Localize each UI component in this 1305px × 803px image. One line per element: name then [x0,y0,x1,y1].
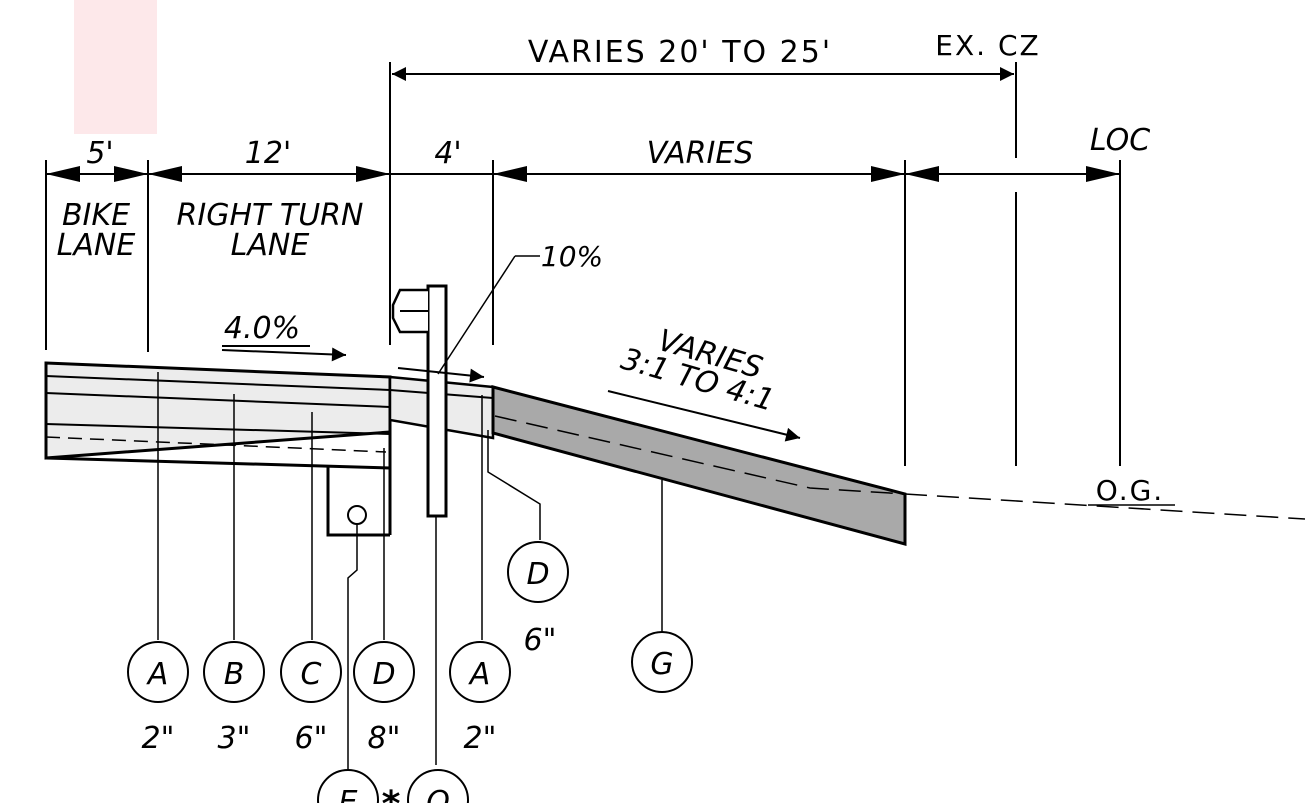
original-ground-line [904,493,1305,520]
highlight-block [74,0,157,134]
shoulder-slope-leader [437,255,516,375]
callout-d-1: D [353,641,415,703]
callout-a-2: A [449,641,511,703]
callout-d-1-thickness: 8" [368,721,401,756]
dim-bike-label: 5' [86,136,113,171]
pavement-layer-2 [45,392,391,408]
callout-o: O [407,769,469,803]
cross-slope-label: 4.0% [224,311,300,346]
embankment-dash [494,415,906,495]
callout-g: G [631,631,693,693]
callout-d-2: D [507,541,569,603]
callout-a-1-thickness: 2" [142,721,175,756]
callout-asterisk: * [382,784,401,803]
callout-leaders [157,372,663,790]
dim-turn-label: 12' [245,136,291,171]
svg-text:B: B [224,657,245,692]
svg-text:A: A [468,657,491,692]
callout-a-1: A [127,641,189,703]
callout-a-2-thickness: 2" [464,721,497,756]
embankment [491,385,907,546]
pavement-subbase-dash [45,436,387,453]
pavement-layer-1 [45,375,391,391]
svg-text:O: O [426,785,450,803]
pavement-bottom [45,456,391,470]
shoulder-slope-arrow [397,367,485,383]
callout-b-thickness: 3" [218,721,251,756]
cross-slope-arrow [221,347,347,362]
bike-lane-label-1: BIKE [62,198,130,233]
svg-text:E: E [339,785,358,803]
ex-cz-label: EX. CZ [935,29,1040,62]
og-label: O.G. [1096,474,1164,507]
callout-c-thickness: 6" [295,721,328,756]
dim-shoulder-label: 4' [434,136,461,171]
drain-box [326,466,390,537]
barrier-post [426,284,448,518]
dim-varies-label: VARIES [647,136,754,171]
shoulder-slope-label: 10% [541,240,603,273]
svg-text:G: G [650,647,673,682]
bike-lane-label-2: LANE [57,228,136,263]
svg-text:C: C [301,657,322,692]
callout-d-2-thickness: 6" [524,623,557,658]
dim-loc-label: LOC [1090,123,1150,158]
dim-row-arrows [46,166,1120,182]
dim-top-label: VARIES 20' TO 25' [528,35,832,70]
pavement-layer-3 [45,423,391,435]
turn-lane-label-2: LANE [231,228,310,263]
svg-text:D: D [372,657,395,692]
drain-pipe [347,505,367,525]
svg-text:A: A [146,657,169,692]
callout-e: E [317,769,379,803]
callout-c: C [280,641,342,703]
callout-b: B [203,641,265,703]
svg-text:D: D [526,557,549,592]
side-slope-arrow [607,390,801,442]
turn-lane-label-1: RIGHT TURN [177,198,364,233]
